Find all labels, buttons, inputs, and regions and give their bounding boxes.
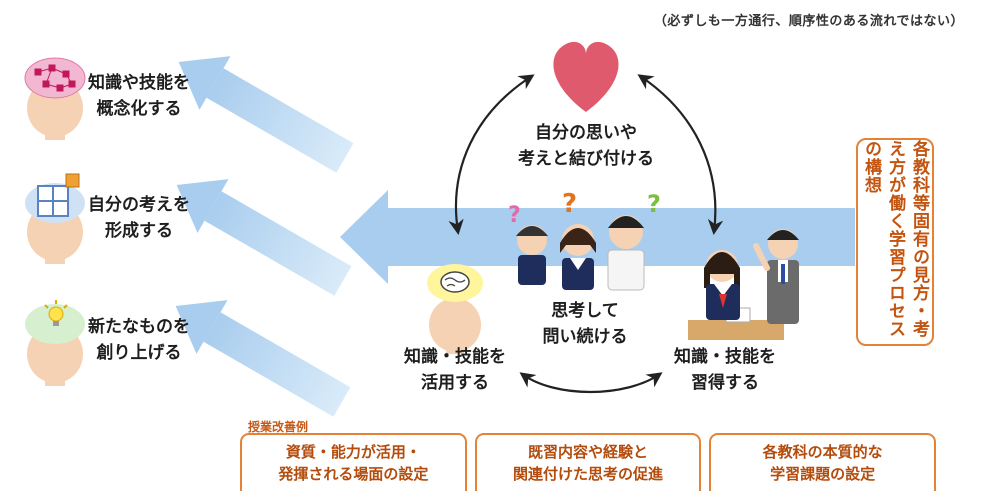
improvement-example-2: 既習内容や経験と 関連付けた思考の促進 bbox=[474, 433, 702, 491]
cycle-connect-label: 自分の思いや 考えと結び付ける bbox=[518, 123, 654, 169]
improvement-examples: 資質・能力が活用・ 発揮される場面の設定 既習内容や経験と 関連付けた思考の促進… bbox=[240, 433, 937, 491]
outcome-create-label: 新たなものを 創り上げる bbox=[88, 317, 190, 363]
improvement-examples-title: 授業改善例 bbox=[248, 420, 309, 434]
svg-text:?: ? bbox=[647, 190, 661, 218]
improvement-example-3: 各教科の本質的な 学習課題の設定 bbox=[709, 433, 937, 491]
cycle-acquire-label: 知識・技能を 習得する bbox=[674, 347, 776, 393]
head-icon bbox=[25, 304, 85, 386]
svg-text:?: ? bbox=[562, 189, 577, 219]
svg-text:?: ? bbox=[508, 203, 521, 228]
outcome-conceptualize-label: 知識や技能を 概念化する bbox=[88, 73, 190, 119]
cycle-think-label: 思考して 問い続ける bbox=[542, 301, 628, 347]
classroom-illustration bbox=[688, 229, 799, 340]
head-icon bbox=[427, 264, 483, 354]
brain-icon bbox=[440, 271, 470, 293]
cycle-arrow-top-right bbox=[637, 74, 724, 236]
improvement-example-1: 資質・能力が活用・ 発揮される場面の設定 bbox=[240, 433, 467, 491]
heart-icon bbox=[553, 41, 619, 112]
learning-process-label: 各教科等固有の見方・考え方が働く学習プロセスの構想 bbox=[861, 140, 929, 338]
outcome-form-ideas-label: 自分の考えを 形成する bbox=[88, 195, 190, 241]
cycle-arrow-bottom bbox=[519, 372, 663, 393]
lightbulb-icon bbox=[44, 300, 68, 326]
head-icon bbox=[24, 57, 86, 140]
diagonal-arrow-3 bbox=[175, 300, 351, 417]
learning-process-box: 各教科等固有の見方・考え方が働く学習プロセスの構想 bbox=[856, 138, 934, 346]
puzzle-icon bbox=[37, 173, 80, 217]
connected-nodes-icon bbox=[34, 64, 76, 92]
flow-disclaimer-note: （必ずしも一方通行、順序性のある流れではない） bbox=[653, 14, 964, 29]
thinking-students-illustration: ? ? ? bbox=[508, 189, 661, 291]
diagonal-arrow-2 bbox=[176, 179, 352, 296]
diagonal-arrow-1 bbox=[178, 56, 354, 173]
cycle-arrow-top-left bbox=[448, 74, 535, 236]
cycle-apply-label: 知識・技能を 活用する bbox=[404, 347, 506, 393]
